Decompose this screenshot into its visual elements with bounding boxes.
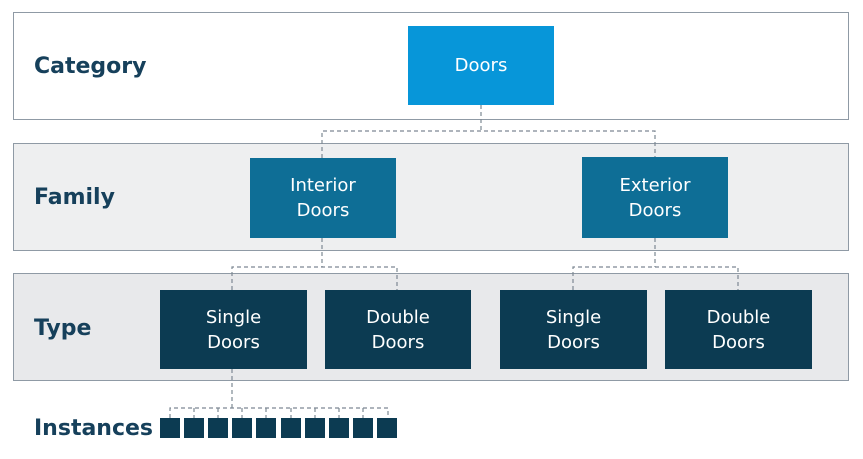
- instance-square: [281, 418, 301, 438]
- instance-square: [329, 418, 349, 438]
- connector-instance-ticks: [193, 408, 364, 418]
- instance-square: [305, 418, 325, 438]
- node-interior-single-doors: Single Doors: [160, 290, 307, 369]
- node-doors: Doors: [408, 26, 554, 105]
- instance-square: [353, 418, 373, 438]
- connector-exterior-types: [572, 238, 739, 290]
- instance-square: [184, 418, 204, 438]
- connector-single-instances: [169, 369, 389, 418]
- node-interior-double-doors: Double Doors: [325, 290, 471, 369]
- instance-square: [232, 418, 252, 438]
- node-exterior-doors: Exterior Doors: [582, 157, 728, 238]
- category-level-label: Category: [34, 54, 147, 79]
- instance-square: [377, 418, 397, 438]
- family-level-label: Family: [34, 185, 115, 210]
- node-exterior-single-doors: Single Doors: [500, 290, 647, 369]
- type-level-label: Type: [34, 316, 92, 341]
- node-exterior-double-doors: Double Doors: [665, 290, 812, 369]
- instance-square: [160, 418, 180, 438]
- instance-square: [256, 418, 276, 438]
- connector-category-families: [321, 105, 656, 158]
- instance-square: [208, 418, 228, 438]
- instances-level-label: Instances: [34, 416, 154, 441]
- connector-interior-types: [231, 238, 398, 290]
- node-interior-doors: Interior Doors: [250, 158, 396, 238]
